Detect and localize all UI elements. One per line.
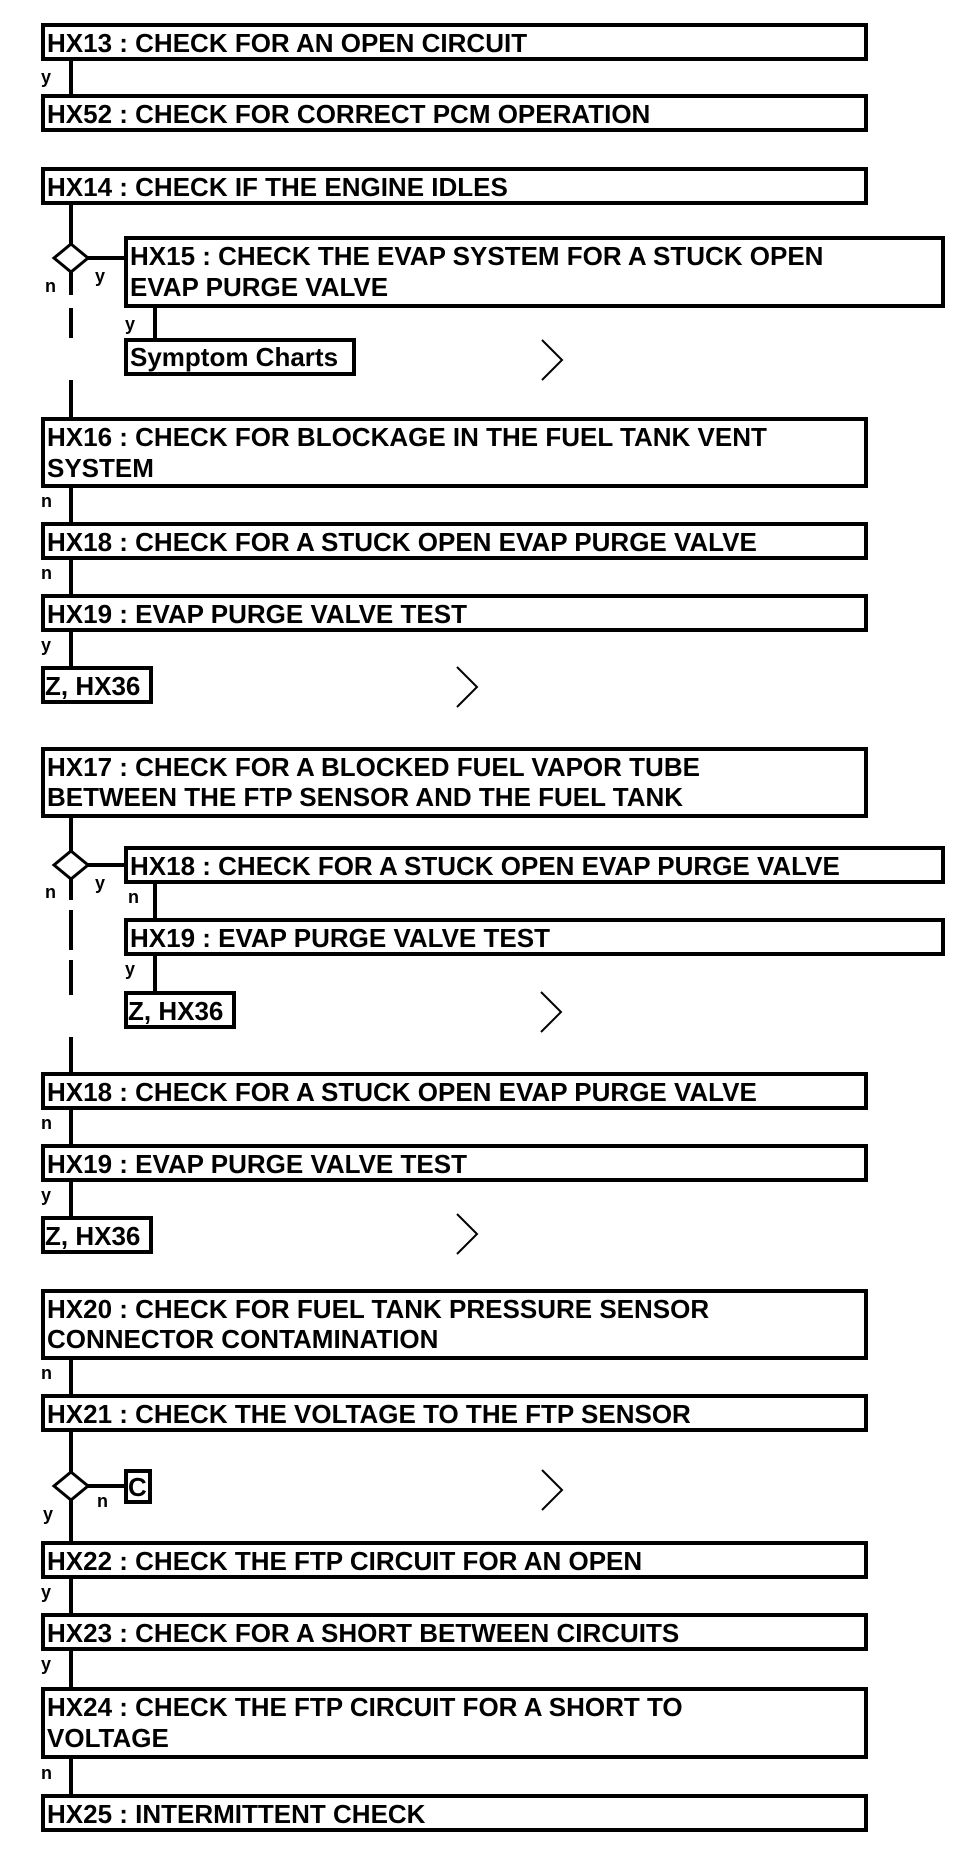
chevron-right-icon[interactable] [541,339,564,381]
branch-label-yes: y [41,1582,51,1602]
step-hx52-label: HX52 : CHECK FOR CORRECT PCM OPERATION [47,99,650,129]
step-hx24[interactable]: HX24 : CHECK THE FTP CIRCUIT FOR A SHORT… [41,1687,868,1759]
step-c-label: C [128,1472,147,1502]
branch-label-no: n [41,1763,52,1783]
step-hx17-label-line2: BETWEEN THE FTP SENSOR AND THE FUEL TANK [47,782,683,812]
step-hx17[interactable]: HX17 : CHECK FOR A BLOCKED FUEL VAPOR TU… [41,747,868,818]
step-hx25-label: HX25 : INTERMITTENT CHECK [47,1799,426,1829]
decision-diamond [51,849,91,881]
branch-label-yes: y [95,873,105,893]
step-hx19-label: HX19 : EVAP PURGE VALVE TEST [47,1149,467,1179]
step-hx21[interactable]: HX21 : CHECK THE VOLTAGE TO THE FTP SENS… [41,1394,868,1432]
step-hx18-label: HX18 : CHECK FOR A STUCK OPEN EVAP PURGE… [47,1077,757,1107]
step-c[interactable]: C [124,1469,152,1504]
step-hx16-label-line1: HX16 : CHECK FOR BLOCKAGE IN THE FUEL TA… [47,422,767,452]
step-hx13-label: HX13 : CHECK FOR AN OPEN CIRCUIT [47,28,527,58]
step-z-hx36-label: Z, HX36 [45,1221,140,1251]
step-hx18-label: HX18 : CHECK FOR A STUCK OPEN EVAP PURGE… [130,851,840,881]
branch-label-no: n [41,563,52,583]
step-hx18[interactable]: HX18 : CHECK FOR A STUCK OPEN EVAP PURGE… [124,846,945,884]
step-hx15[interactable]: HX15 : CHECK THE EVAP SYSTEM FOR A STUCK… [124,236,945,308]
branch-label-yes: y [95,266,105,286]
step-hx14-label: HX14 : CHECK IF THE ENGINE IDLES [47,172,508,202]
step-hx20-label-line1: HX20 : CHECK FOR FUEL TANK PRESSURE SENS… [47,1294,709,1324]
step-hx18[interactable]: HX18 : CHECK FOR A STUCK OPEN EVAP PURGE… [41,1072,868,1110]
branch-label-yes: y [41,67,51,87]
step-hx23-label: HX23 : CHECK FOR A SHORT BETWEEN CIRCUIT… [47,1618,679,1648]
step-hx18[interactable]: HX18 : CHECK FOR A STUCK OPEN EVAP PURGE… [41,522,868,560]
branch-label-yes: y [125,314,135,334]
decision-diamond [51,1470,91,1502]
step-hx17-label-line1: HX17 : CHECK FOR A BLOCKED FUEL VAPOR TU… [47,752,700,782]
branch-label-no: n [45,882,56,902]
step-symptom-charts[interactable]: Symptom Charts [124,338,356,376]
step-hx21-label: HX21 : CHECK THE VOLTAGE TO THE FTP SENS… [47,1399,691,1429]
step-hx19-label: HX19 : EVAP PURGE VALVE TEST [47,599,467,629]
step-z-hx36-label: Z, HX36 [45,671,140,701]
step-hx15-label-line2: EVAP PURGE VALVE [130,272,388,302]
branch-label-no: n [41,1363,52,1383]
branch-label-no: n [41,1113,52,1133]
step-hx22-label: HX22 : CHECK THE FTP CIRCUIT FOR AN OPEN [47,1546,642,1576]
step-hx23[interactable]: HX23 : CHECK FOR A SHORT BETWEEN CIRCUIT… [41,1613,868,1651]
branch-label-no: n [45,276,56,296]
step-hx19-label: HX19 : EVAP PURGE VALVE TEST [130,923,550,953]
branch-label-no: n [128,887,139,907]
step-z-hx36[interactable]: Z, HX36 [41,1216,153,1254]
chevron-right-icon[interactable] [456,666,479,708]
step-hx19[interactable]: HX19 : EVAP PURGE VALVE TEST [41,1144,868,1182]
step-hx16-label-line2: SYSTEM [47,453,154,483]
chevron-right-icon[interactable] [456,1213,479,1255]
chevron-right-icon[interactable] [541,1469,564,1511]
step-z-hx36[interactable]: Z, HX36 [41,666,153,704]
step-hx22[interactable]: HX22 : CHECK THE FTP CIRCUIT FOR AN OPEN [41,1541,868,1579]
step-hx19[interactable]: HX19 : EVAP PURGE VALVE TEST [124,918,945,956]
step-hx20-label-line2: CONNECTOR CONTAMINATION [47,1324,438,1354]
step-hx18-label: HX18 : CHECK FOR A STUCK OPEN EVAP PURGE… [47,527,757,557]
step-symptom-charts-label: Symptom Charts [130,342,338,372]
step-hx25[interactable]: HX25 : INTERMITTENT CHECK [41,1794,868,1832]
step-hx15-label-line1: HX15 : CHECK THE EVAP SYSTEM FOR A STUCK… [130,241,823,271]
step-z-hx36[interactable]: Z, HX36 [124,991,236,1029]
step-hx13[interactable]: HX13 : CHECK FOR AN OPEN CIRCUIT [41,23,868,61]
branch-label-yes: y [43,1504,53,1524]
step-hx20[interactable]: HX20 : CHECK FOR FUEL TANK PRESSURE SENS… [41,1289,868,1360]
branch-label-no: n [97,1491,108,1511]
step-hx16[interactable]: HX16 : CHECK FOR BLOCKAGE IN THE FUEL TA… [41,417,868,488]
branch-label-yes: y [41,1185,51,1205]
decision-diamond [51,242,91,274]
branch-label-no: n [41,491,52,511]
step-hx52[interactable]: HX52 : CHECK FOR CORRECT PCM OPERATION [41,94,868,132]
step-hx24-label-line1: HX24 : CHECK THE FTP CIRCUIT FOR A SHORT… [47,1692,683,1722]
step-hx24-label-line2: VOLTAGE [47,1723,169,1753]
branch-label-yes: y [41,635,51,655]
step-z-hx36-label: Z, HX36 [128,996,223,1026]
step-hx19[interactable]: HX19 : EVAP PURGE VALVE TEST [41,594,868,632]
branch-label-yes: y [41,1654,51,1674]
branch-label-yes: y [125,959,135,979]
chevron-right-icon[interactable] [540,991,563,1033]
step-hx14[interactable]: HX14 : CHECK IF THE ENGINE IDLES [41,167,868,205]
